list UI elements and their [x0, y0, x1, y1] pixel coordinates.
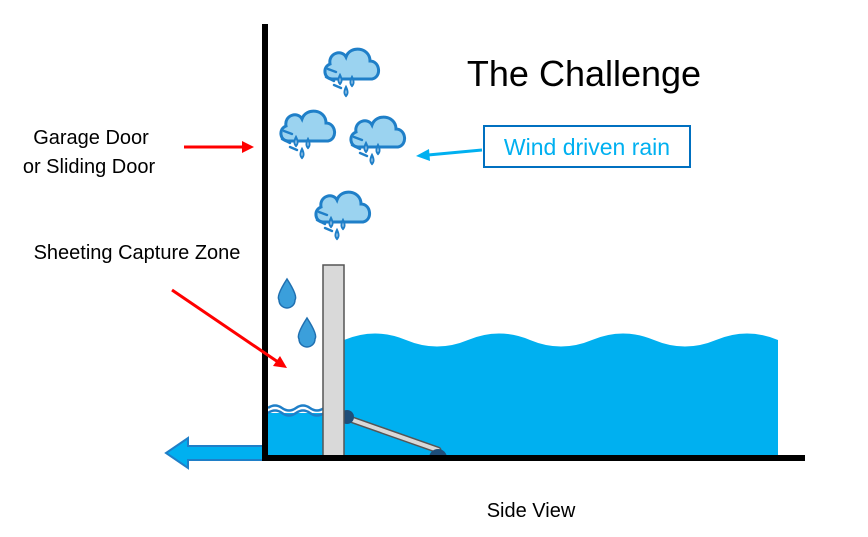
door-label-line1: Garage Door — [33, 127, 149, 149]
rain-cloud-icon — [314, 190, 372, 241]
diagram-title: The Challenge — [467, 53, 701, 94]
water-body — [344, 333, 778, 458]
barrier-strut-inner — [345, 416, 440, 452]
door-label-line2: or Sliding Door — [23, 156, 156, 178]
door-wall — [262, 24, 268, 461]
barrier-post — [322, 264, 345, 459]
rain-cloud-icon — [323, 47, 381, 98]
rain-pointer-arrow — [416, 148, 483, 161]
water-drop-icon — [297, 316, 317, 348]
captured-water-ripple — [267, 404, 325, 412]
outflow-arrow — [164, 436, 265, 470]
capture-zone-label: Sheeting Capture Zone — [34, 242, 241, 264]
view-label: Side View — [487, 500, 576, 522]
rain-label: Wind driven rain — [504, 134, 670, 160]
ground-line — [262, 455, 805, 461]
capture-zone-pointer-arrow — [171, 288, 287, 368]
door-pointer-arrow — [184, 141, 254, 153]
rain-cloud-icon — [279, 109, 337, 160]
rain-label-box — [483, 125, 691, 168]
captured-water — [268, 413, 324, 458]
rain-cloud-icon — [349, 115, 407, 166]
water-drop-icon — [277, 277, 297, 309]
captured-water-ripple — [267, 409, 325, 417]
